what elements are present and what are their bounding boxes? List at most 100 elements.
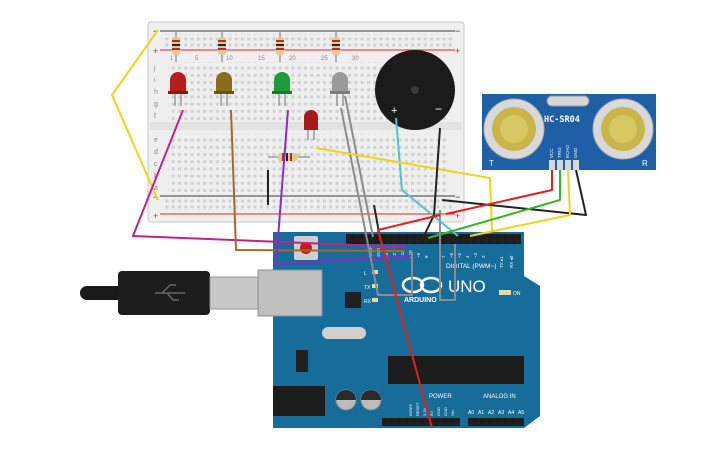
row-letter-d: d bbox=[154, 149, 158, 156]
wire-cyan[interactable] bbox=[395, 117, 459, 237]
analog-header-holes[interactable] bbox=[469, 419, 523, 426]
on-led-label: ON bbox=[513, 291, 521, 297]
led-red[interactable] bbox=[168, 72, 188, 106]
bottom-rail-minus-label-right: − bbox=[455, 192, 460, 202]
tx-led bbox=[372, 284, 378, 288]
power-header-holes[interactable] bbox=[383, 419, 459, 426]
top-rail-plus-label: + bbox=[153, 46, 158, 56]
atmega-chip bbox=[388, 356, 524, 384]
row-letter-h: h bbox=[154, 89, 158, 96]
digital-header-holes[interactable] bbox=[347, 235, 520, 244]
wires[interactable] bbox=[111, 29, 587, 429]
resistor-1[interactable] bbox=[172, 32, 180, 62]
bottom-rail-holes[interactable] bbox=[162, 198, 452, 211]
wire-yellow-signal[interactable] bbox=[315, 147, 493, 233]
power-pin-labels: IOREF RESET 3.3V 5V GND GND Vin bbox=[408, 402, 455, 416]
wire-black-buzzer[interactable] bbox=[421, 127, 441, 241]
led-green[interactable] bbox=[272, 72, 292, 106]
column-numbers: 1 5 10 15 20 25 30 bbox=[170, 56, 359, 62]
resistor-horizontal[interactable] bbox=[268, 153, 310, 161]
led-red-body bbox=[170, 72, 186, 93]
wire-red-sensor-vcc[interactable] bbox=[445, 170, 553, 215]
rx-pin-label: RX ◂0 bbox=[509, 255, 514, 268]
top-rail-minus-label-right: − bbox=[455, 26, 460, 36]
arduino-uno[interactable]: DIGITAL (PWM~) AREF GND 13 12 ~11 ~10 ~9… bbox=[257, 232, 540, 428]
pin-10: ~10 bbox=[408, 250, 413, 258]
pin-5v: 5V bbox=[429, 411, 434, 416]
pin-label-vcc: VCC bbox=[549, 148, 554, 158]
pin-gnd-1: GND bbox=[436, 407, 441, 416]
led-white[interactable] bbox=[330, 72, 350, 106]
led-white-body bbox=[332, 72, 348, 93]
pin-13: 13 bbox=[384, 252, 389, 258]
led-yellow[interactable] bbox=[214, 72, 234, 106]
row-letter-g: g bbox=[154, 101, 158, 108]
col-num-30: 30 bbox=[352, 56, 359, 62]
pin-label-trig: TRIG bbox=[557, 147, 562, 158]
sensor-pins[interactable] bbox=[549, 160, 579, 170]
transducer-left bbox=[483, 98, 545, 160]
pin-3v3: 3.3V bbox=[422, 407, 427, 416]
ultrasonic-sensor[interactable]: HC-SR04 T R VCC TRIG ECHO GND bbox=[482, 94, 656, 170]
pin-11: ~11 bbox=[400, 250, 405, 258]
tx-pin-label: TX ▸1 bbox=[499, 256, 504, 268]
power-label: POWER bbox=[429, 394, 452, 400]
row-letter-j: j bbox=[153, 65, 156, 72]
wire-red-5v[interactable] bbox=[377, 214, 441, 429]
pin-gnd-d: GND bbox=[376, 247, 381, 258]
row-letter-i: i bbox=[154, 77, 156, 84]
wire-yellow-echo[interactable] bbox=[469, 169, 571, 237]
arduino-usb-port[interactable] bbox=[257, 269, 323, 317]
buzzer-hole bbox=[411, 86, 419, 94]
sensor-r-mark: R bbox=[642, 159, 648, 168]
pin-5: ~5 bbox=[457, 252, 462, 258]
wire-purple[interactable] bbox=[275, 109, 413, 265]
digital-label: DIGITAL (PWM~) bbox=[446, 263, 496, 270]
sensor-crystal bbox=[546, 95, 590, 107]
row-letter-e: e bbox=[154, 137, 158, 144]
wire-green-trig[interactable] bbox=[427, 170, 561, 239]
l-led bbox=[372, 270, 378, 274]
rx-led-label: RX bbox=[364, 299, 372, 305]
crystal-oscillator bbox=[322, 327, 366, 339]
pin-a2: A2 bbox=[488, 410, 494, 416]
pin-reset: RESET bbox=[415, 402, 420, 416]
pin-a1: A1 bbox=[478, 410, 484, 416]
pin-a4: A4 bbox=[508, 410, 514, 416]
pin-12: 12 bbox=[392, 252, 397, 258]
analog-pin-labels: A0 A1 A2 A3 A4 A5 bbox=[468, 410, 524, 416]
wire-yellow-rail[interactable] bbox=[111, 29, 159, 201]
col-num-15: 15 bbox=[258, 56, 265, 62]
led-red-small[interactable] bbox=[304, 110, 318, 140]
resistor-2[interactable] bbox=[218, 32, 226, 62]
wire-grey-b[interactable] bbox=[344, 95, 374, 238]
wire-grey-c[interactable] bbox=[439, 210, 456, 301]
led-yellow-body bbox=[216, 72, 232, 93]
resistor-4[interactable] bbox=[332, 32, 340, 62]
pin-6: ~6 bbox=[449, 252, 454, 258]
sensor-pin-labels: VCC TRIG ECHO GND bbox=[549, 144, 578, 158]
tx-rx-labels: TX ▸1 RX ◂0 bbox=[499, 255, 514, 268]
pin-8: 8 bbox=[424, 255, 429, 258]
capacitors bbox=[335, 389, 382, 411]
led-red-small-body bbox=[304, 110, 318, 130]
transducer-right bbox=[592, 98, 654, 160]
top-rail-holes[interactable] bbox=[162, 34, 452, 47]
buzzer-minus-label: − bbox=[435, 102, 442, 116]
wire-magenta[interactable] bbox=[132, 109, 406, 248]
pin-vin: Vin bbox=[450, 410, 455, 416]
row-letter-f: f bbox=[154, 113, 156, 120]
pin-3: ~3 bbox=[473, 252, 478, 258]
pin-2: 2 bbox=[481, 255, 486, 258]
piezo-buzzer[interactable]: + − bbox=[375, 50, 455, 130]
resistors-top[interactable] bbox=[172, 32, 340, 62]
row-letter-a: a bbox=[154, 185, 158, 192]
usb-cable[interactable] bbox=[80, 271, 259, 315]
wire-brown[interactable] bbox=[230, 109, 406, 252]
dc-power-jack[interactable] bbox=[273, 386, 325, 416]
bottom-rail-plus-label: + bbox=[153, 211, 158, 221]
rx-led bbox=[372, 298, 378, 302]
resistor-3[interactable] bbox=[276, 32, 284, 62]
